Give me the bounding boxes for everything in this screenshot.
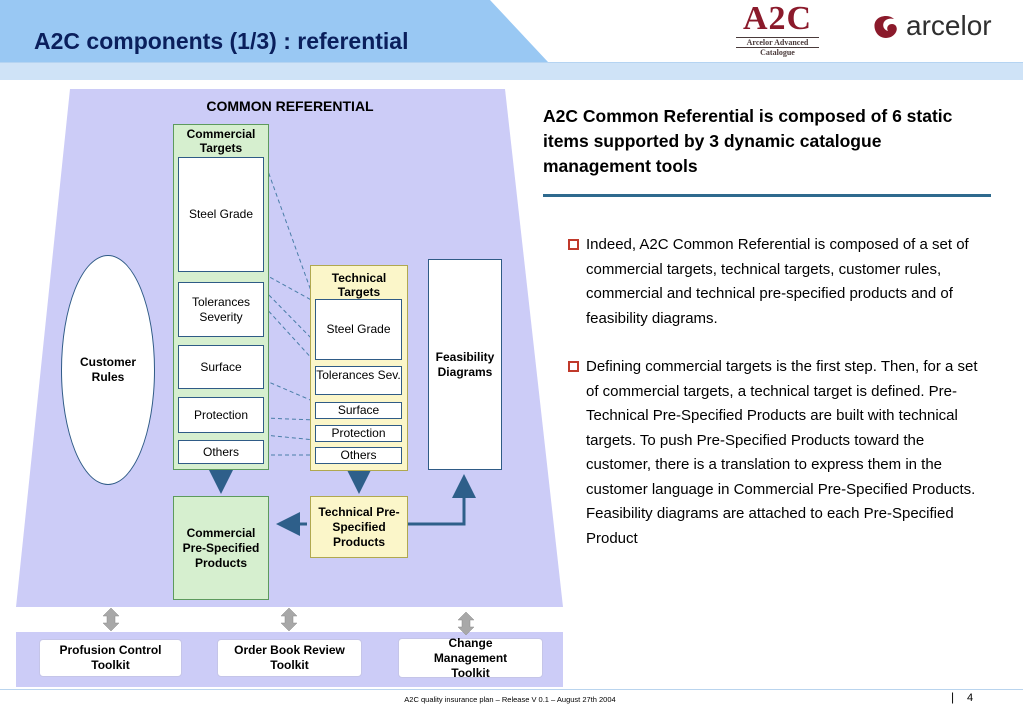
technical-others: Others [315, 447, 402, 464]
a2c-logo-line1: Arcelor Advanced [746, 38, 809, 47]
arcelor-wordmark: arcelor [906, 10, 992, 41]
order-book-review-toolkit: Order Book Review Toolkit [217, 639, 362, 677]
change-management-toolkit: Change Management Toolkit [398, 635, 543, 680]
customer-rules: Customer Rules [61, 255, 155, 485]
toolkit-label: Profusion Control Toolkit [59, 643, 162, 672]
common-referential-title: COMMON REFERENTIAL [206, 98, 374, 114]
arcelor-swirl-icon [874, 16, 897, 38]
technical-pre-specified-products: Technical Pre-Specified Products [310, 496, 408, 558]
a2c-logo: A2C Arcelor Advanced Catalogue [730, 2, 825, 58]
feasibility-label: Feasibility Diagrams [435, 349, 495, 379]
technical-tolerances: Tolerances Sev. [315, 366, 402, 395]
bullet-paragraph: Defining commercial targets is the first… [568, 355, 988, 551]
customer-rules-label: Customer Rules [79, 355, 136, 384]
toolkit-label: Change Management Toolkit [433, 635, 508, 680]
commercial-protection: Protection [178, 397, 264, 433]
a2c-logo-mark: A2C [742, 0, 813, 37]
commercial-targets-header: Commercial Targets [186, 127, 256, 155]
commercial-others: Others [178, 440, 264, 464]
bullet-paragraph: Indeed, A2C Common Referential is compos… [568, 233, 988, 331]
bullet-text: Indeed, A2C Common Referential is compos… [586, 236, 969, 327]
page-number: 4 [967, 692, 974, 704]
toolkit-link-arrow [457, 611, 475, 636]
footer-line [0, 689, 1023, 690]
footer-text: A2C quality insurance plan – Release V 0… [404, 695, 616, 704]
commercial-tolerances-severity: Tolerances Severity [178, 282, 264, 337]
commercial-steel-grade: Steel Grade [178, 157, 264, 272]
checkbox-bullet-icon [568, 239, 579, 250]
commercial-pre-specified-products: Commercial Pre-Specified Products [173, 496, 269, 600]
headline-rule [543, 194, 991, 197]
common-referential-area [16, 89, 563, 607]
technical-protection: Protection [315, 425, 402, 442]
technical-surface: Surface [315, 402, 402, 419]
toolkit-label: Order Book Review Toolkit [234, 643, 345, 672]
commercial-surface: Surface [178, 345, 264, 389]
technical-steel-grade: Steel Grade [315, 299, 402, 360]
commercial-psp-label: Commercial Pre-Specified Products [182, 525, 260, 570]
a2c-logo-line2: Catalogue [760, 48, 795, 57]
arcelor-logo: arcelor [870, 10, 1010, 42]
toolkit-link-arrow [280, 607, 298, 632]
bullet-text: Defining commercial targets is the first… [586, 358, 978, 547]
footer-separator: | [951, 690, 955, 704]
profusion-control-toolkit: Profusion Control Toolkit [39, 639, 182, 677]
toolkit-link-arrow [102, 607, 120, 632]
headline: A2C Common Referential is composed of 6 … [543, 106, 953, 176]
feasibility-diagrams: Feasibility Diagrams [428, 259, 502, 470]
technical-targets-header: Technical Targets [331, 271, 387, 299]
page-title: A2C components (1/3) : referential [34, 28, 409, 54]
checkbox-bullet-icon [568, 361, 579, 372]
header-band [0, 0, 1023, 80]
technical-psp-label: Technical Pre-Specified Products [318, 504, 400, 549]
